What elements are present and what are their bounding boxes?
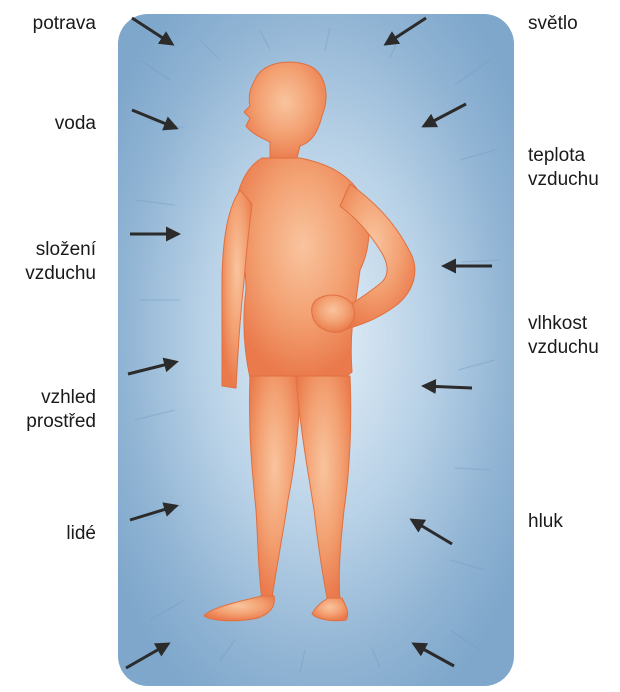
label-vzhled-line-2: prostřed [4,410,96,434]
label-lide-line-1: lidé [10,522,96,546]
label-slozeni-vzduchu: složení vzduchu [4,238,96,286]
label-vzhled-prostred: vzhled prostřed [4,386,96,434]
label-vlhkost-line-1: vlhkost [528,312,618,336]
label-vzhled-line-1: vzhled [4,386,96,410]
label-teplota-vzduchu: teplota vzduchu [528,144,618,192]
label-voda: voda [10,112,96,136]
label-hluk-line-1: hluk [528,510,618,534]
label-svetlo-line-1: světlo [528,12,618,36]
label-teplota-line-2: vzduchu [528,168,618,192]
label-slozeni-line-2: vzduchu [4,262,96,286]
label-teplota-line-1: teplota [528,144,618,168]
label-potrava: potrava [10,12,96,36]
label-voda-line-1: voda [10,112,96,136]
label-hluk: hluk [528,510,618,534]
label-vlhkost-line-2: vzduchu [528,336,618,360]
label-slozeni-line-1: složení [4,238,96,262]
label-lide: lidé [10,522,96,546]
label-vlhkost-vzduchu: vlhkost vzduchu [528,312,618,360]
label-potrava-line-1: potrava [10,12,96,36]
arrow-vlhkost-vzduchu [424,386,472,388]
label-svetlo: světlo [528,12,618,36]
